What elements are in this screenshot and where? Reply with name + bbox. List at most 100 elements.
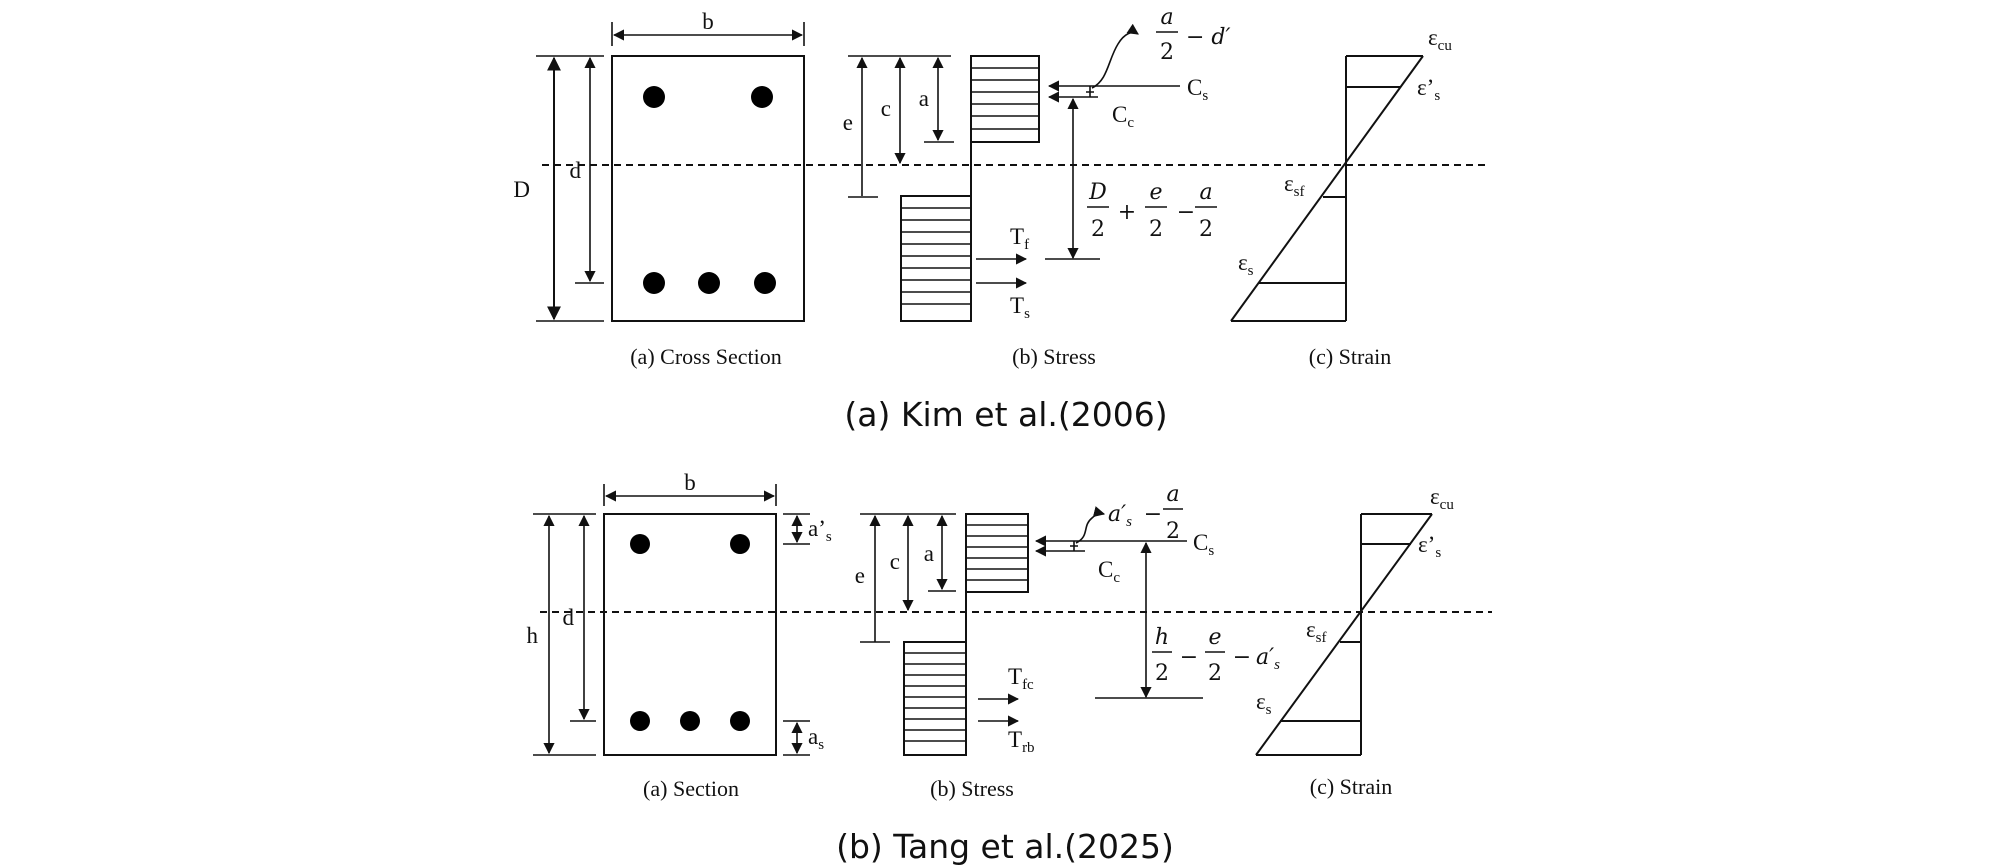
caption-strain-b: (c) Strain — [1310, 774, 1392, 799]
dim-d-label-b: d — [563, 605, 575, 630]
dim-b-label-a: b — [702, 9, 714, 34]
strain-esf-label-a: εsf — [1284, 171, 1305, 200]
strain-profile-a — [1230, 55, 1424, 322]
svg-text:2: 2 — [1149, 217, 1163, 242]
svg-text:2: 2 — [1091, 217, 1105, 242]
svg-text:a′s: a′s — [1108, 502, 1132, 530]
lever-bracket-a — [1086, 86, 1094, 97]
rebar-bottom-1-b — [630, 711, 650, 731]
compression-block-b — [965, 513, 1029, 593]
rebar-bottom-3-a — [754, 272, 776, 294]
rebar-top-left-a — [643, 86, 665, 108]
svg-text:+: + — [1118, 200, 1136, 225]
dim-as-bot-label-b: as — [808, 724, 824, 753]
strain-profile-b — [1255, 513, 1433, 756]
svg-text:2: 2 — [1208, 661, 1222, 686]
cross-section-a: b D d (a) Cross Section — [513, 9, 805, 369]
tension-block-b — [903, 641, 967, 756]
dim-a-label-a: a — [919, 86, 929, 111]
dim-a-label-b: a — [924, 541, 934, 566]
svg-text:a′s: a′s — [1256, 645, 1280, 673]
svg-text:e: e — [1208, 625, 1221, 650]
stress-diagram-a: e c a Cs Cc Tf — [843, 5, 1231, 369]
force-Cs-label-b: Cs — [1193, 530, 1214, 559]
compression-hatch-b — [966, 524, 1028, 581]
rebar-bottom-3-b — [730, 711, 750, 731]
stress-diagram-b: e c a Cs Cc Tfc — [855, 482, 1280, 801]
lever-main-expression-a: D 2 + e 2 − a 2 — [1087, 180, 1217, 242]
strain-ecu-label-a: εcu — [1428, 25, 1452, 54]
compression-block-a — [970, 55, 1040, 143]
tension-hatch-a — [901, 207, 971, 305]
rebar-top-left-b — [630, 534, 650, 554]
dim-e-label-a: e — [843, 110, 853, 135]
svg-text:−: − — [1233, 645, 1251, 670]
force-Ts-label-a: Ts — [1010, 293, 1030, 322]
caption-strain-a: (c) Strain — [1309, 344, 1391, 369]
dim-as-top-label-b: a’s — [808, 516, 832, 545]
rebar-bottom-2-b — [680, 711, 700, 731]
section-rect-a — [611, 55, 805, 322]
strain-esf-label-b: εsf — [1306, 617, 1327, 646]
tension-hatch-b — [904, 652, 966, 742]
force-Cc-label-a: Cc — [1112, 102, 1134, 131]
svg-text:D: D — [1088, 180, 1107, 205]
svg-text:2: 2 — [1160, 40, 1174, 65]
caption-section-a: (a) Cross Section — [630, 344, 782, 369]
tension-block-a — [900, 195, 972, 322]
svg-text:−: − — [1180, 645, 1198, 670]
dim-b-label-b: b — [684, 470, 696, 495]
leader-curve-a — [1091, 23, 1139, 89]
rebar-bottom-2-a — [698, 272, 720, 294]
dim-c-label-b: c — [890, 549, 900, 574]
compression-hatch-a — [971, 67, 1039, 130]
strain-es-label-a: εs — [1238, 250, 1254, 279]
strain-es-prime-label-b: ε’s — [1418, 532, 1441, 561]
dim-e-label-b: e — [855, 563, 865, 588]
force-Cs-label-a: Cs — [1187, 75, 1208, 104]
force-Trb-label-b: Trb — [1008, 727, 1035, 756]
rebar-top-right-b — [730, 534, 750, 554]
strain-es-prime-label-a: ε’s — [1417, 75, 1440, 104]
lever-top-expression-a: a 2 − d′ — [1156, 5, 1231, 65]
svg-text:a: a — [1166, 482, 1179, 507]
strain-ecu-label-b: εcu — [1430, 484, 1454, 513]
cross-section-b: b h d a’s as (a) Section — [527, 470, 832, 801]
lever-main-expression-b: h 2 − e 2 − a′s — [1152, 625, 1280, 686]
caption-section-b: (a) Section — [643, 776, 739, 801]
svg-text:2: 2 — [1155, 661, 1169, 686]
force-Tf-label-a: Tf — [1010, 224, 1029, 253]
svg-text:−: − — [1144, 502, 1162, 527]
section-rect-b — [603, 513, 777, 756]
panel-title-a: (a) Kim et al.(2006) — [844, 395, 1167, 434]
dim-h-label-b: h — [527, 623, 539, 648]
svg-text:a: a — [1199, 180, 1212, 205]
leader-curve-b — [1075, 506, 1106, 544]
svg-text:2: 2 — [1199, 217, 1213, 242]
caption-stress-b: (b) Stress — [930, 776, 1014, 801]
svg-text:a: a — [1160, 5, 1173, 30]
dim-d-label-a: d — [570, 158, 582, 183]
force-Tfc-label-b: Tfc — [1008, 664, 1034, 693]
dim-c-label-a: c — [881, 96, 891, 121]
rebar-bottom-1-a — [643, 272, 665, 294]
strain-es-label-b: εs — [1256, 689, 1272, 718]
rebar-top-right-a — [751, 86, 773, 108]
svg-text:h: h — [1155, 625, 1169, 650]
panel-a: b D d (a) Cross Section — [513, 5, 1490, 434]
lever-top-expression-b: a′s − a 2 — [1108, 482, 1183, 544]
panel-title-b: (b) Tang et al.(2025) — [836, 827, 1174, 866]
dim-D-label-a: D — [513, 177, 530, 202]
svg-text:−: − — [1177, 200, 1195, 225]
panel-b: b h d a’s as (a) Section — [527, 470, 1492, 866]
strain-diagram-b: εcu ε’s εsf εs (c) Strain — [1255, 484, 1454, 799]
svg-text:2: 2 — [1166, 519, 1180, 544]
svg-text:− d′: − d′ — [1186, 25, 1231, 50]
caption-stress-a: (b) Stress — [1012, 344, 1096, 369]
force-Cc-label-b: Cc — [1098, 557, 1120, 586]
svg-text:e: e — [1149, 180, 1162, 205]
strain-diagram-a: εcu ε’s εsf εs (c) Strain — [1230, 25, 1452, 369]
lever-bracket-b — [1070, 541, 1078, 551]
